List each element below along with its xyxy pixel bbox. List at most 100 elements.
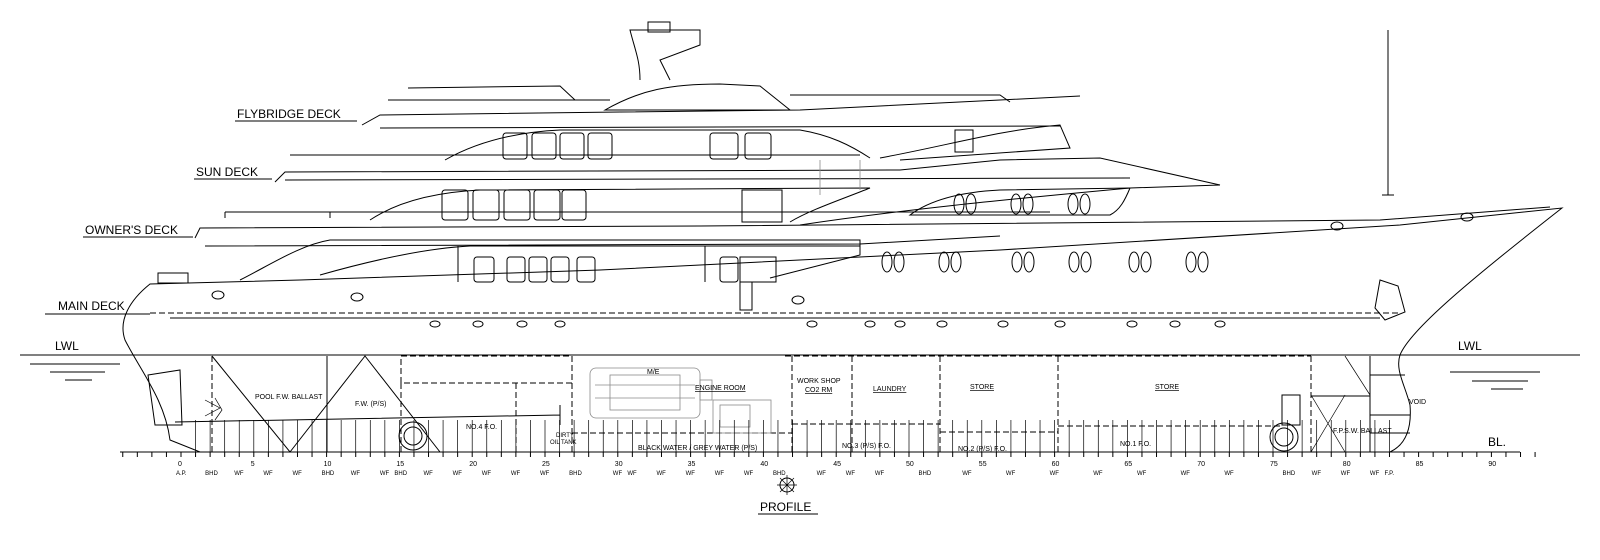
main-deck-windows — [473, 256, 777, 311]
window-pair — [1010, 193, 1022, 215]
bottom-label: WF — [1341, 471, 1351, 477]
bottom-label: BHD — [205, 471, 218, 477]
bottom-label: WF — [1137, 471, 1147, 477]
bottom-label: WF — [424, 471, 434, 477]
bottom-label: WF — [744, 471, 754, 477]
porthole — [516, 320, 528, 328]
bottom-label: WF — [1370, 471, 1380, 477]
porthole — [429, 320, 441, 328]
compartments — [174, 355, 1410, 453]
bottom-label: WF — [351, 471, 361, 477]
bottom-label: WF — [380, 471, 390, 477]
generator — [712, 399, 772, 434]
drawing-title: PROFILE — [758, 475, 818, 515]
frame-number: 90 — [1488, 461, 1496, 468]
sun-deck-label: SUN DECK — [196, 165, 258, 179]
propeller — [204, 397, 223, 421]
porthole — [864, 320, 876, 328]
propeller-shaft — [174, 405, 561, 425]
frame-number: 35 — [688, 461, 696, 468]
bottom-label: WF — [540, 471, 550, 477]
main-deck-label: MAIN DECK — [58, 299, 125, 313]
window-pair — [1140, 251, 1152, 273]
frame-number: 70 — [1197, 461, 1205, 468]
porthole — [936, 320, 948, 328]
porthole — [791, 295, 805, 305]
bow-thruster — [1269, 422, 1299, 452]
porthole — [1169, 320, 1181, 328]
frame-number: 80 — [1343, 461, 1351, 468]
frame-number: 25 — [542, 461, 550, 468]
window-pair — [938, 251, 950, 273]
label-fp-sw-ballast: F.P.S.W. BALLAST — [1333, 428, 1392, 435]
hull — [122, 30, 1564, 453]
sun-deck-windows — [502, 129, 974, 160]
label-store-1: STORE — [970, 384, 994, 391]
bottom-label: WF — [875, 471, 885, 477]
bottom-label: A.P. — [176, 471, 187, 477]
frame-number: 65 — [1124, 461, 1132, 468]
bottom-label: WF — [613, 471, 623, 477]
label-store-2: STORE — [1155, 384, 1179, 391]
bottom-label: WF — [511, 471, 521, 477]
porthole — [350, 292, 364, 302]
label-fw-ps: F.W. (P/S) — [355, 401, 387, 408]
window-pair — [1068, 251, 1080, 273]
bottom-label: WF — [715, 471, 725, 477]
label-co2-room: CO2 RM — [805, 387, 832, 394]
label-dirty-oil-1: DIRTY — [556, 433, 574, 439]
anchor — [1374, 279, 1406, 321]
bottom-label: WF — [1224, 471, 1234, 477]
frame-number: 75 — [1270, 461, 1278, 468]
superstructure — [194, 21, 1551, 311]
portholes — [211, 193, 1474, 328]
bottom-label: WF — [1050, 471, 1060, 477]
porthole — [554, 320, 566, 328]
window-pair — [1079, 193, 1091, 215]
bottom-label: WF — [1006, 471, 1016, 477]
porthole — [211, 290, 225, 300]
label-pool-fw-ballast: POOL F.W. BALLAST — [255, 394, 323, 401]
bottom-label: WF — [292, 471, 302, 477]
bottom-label: WF — [1181, 471, 1191, 477]
bottom-label: BHD — [773, 471, 786, 477]
bottom-label: WF — [846, 471, 856, 477]
bottom-label: WF — [817, 471, 827, 477]
frame-number: 0 — [178, 461, 182, 468]
bottom-label: WF — [656, 471, 666, 477]
bottom-label: BHD — [1283, 471, 1296, 477]
frame-number: 10 — [324, 461, 332, 468]
porthole — [806, 320, 818, 328]
label-no4-fo: NO.4 F.O. — [466, 424, 497, 431]
label-laundry: LAUNDRY — [873, 386, 907, 393]
window-pair — [1197, 251, 1209, 273]
deck-labels: FLYBRIDGE DECK SUN DECK OWNER'S DECK MAI… — [45, 107, 357, 315]
window-pair — [1011, 251, 1023, 273]
bottom-label: WF — [453, 471, 463, 477]
window-pair — [1080, 251, 1092, 273]
window-pair — [1185, 251, 1197, 273]
bottom-label: WF — [627, 471, 637, 477]
bottom-label: WF — [234, 471, 244, 477]
window-pair — [965, 193, 977, 215]
main-engine — [589, 367, 713, 419]
label-engine-room: ENGINE ROOM — [695, 385, 746, 392]
frame-number: 30 — [615, 461, 623, 468]
porthole — [997, 320, 1009, 328]
frame-number: 45 — [833, 461, 841, 468]
frame-number: 40 — [760, 461, 768, 468]
porthole — [1054, 320, 1066, 328]
bottom-label: WF — [482, 471, 492, 477]
label-workshop: WORK SHOP — [797, 378, 841, 385]
label-no3-fo: NO.3 (P/S) F.O. — [842, 443, 891, 450]
baseline-label: BL. — [1488, 435, 1506, 449]
porthole — [1330, 221, 1344, 231]
frame-number: 15 — [396, 461, 404, 468]
profile-title: PROFILE — [760, 500, 811, 514]
bottom-label: WF — [1312, 471, 1322, 477]
bottom-label: WF — [1093, 471, 1103, 477]
bottom-label: BHD — [394, 471, 407, 477]
rudder — [147, 369, 183, 426]
label-black-grey-water: BLACK WATER / GREY WATER (P/S) — [638, 445, 757, 452]
bottom-label: WF — [263, 471, 273, 477]
